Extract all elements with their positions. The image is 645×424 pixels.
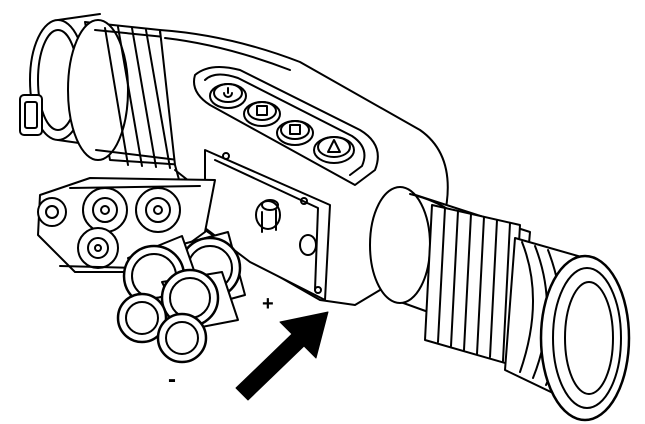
battery-mid-right <box>160 268 239 331</box>
negative-terminal-label: - <box>168 366 176 393</box>
mode-button[interactable] <box>276 120 314 146</box>
battery-bottom-left <box>116 292 168 344</box>
battery-bottom-right <box>156 312 208 364</box>
insert-arrow-icon <box>235 311 329 401</box>
control-buttons <box>209 83 355 164</box>
rubber-eyecup <box>504 237 631 422</box>
power-button[interactable] <box>209 83 247 109</box>
menu-button[interactable] <box>243 101 281 127</box>
contact-spring-1 <box>82 187 128 233</box>
batteries <box>116 231 246 364</box>
zoom-button[interactable] <box>313 136 355 164</box>
contact-spring-2 <box>135 187 181 233</box>
focus-ring <box>67 19 186 169</box>
positive-terminal-label: + <box>262 293 274 315</box>
contact-spring-3 <box>77 227 119 269</box>
scope-body <box>19 13 631 422</box>
diopter-ring <box>424 204 521 366</box>
